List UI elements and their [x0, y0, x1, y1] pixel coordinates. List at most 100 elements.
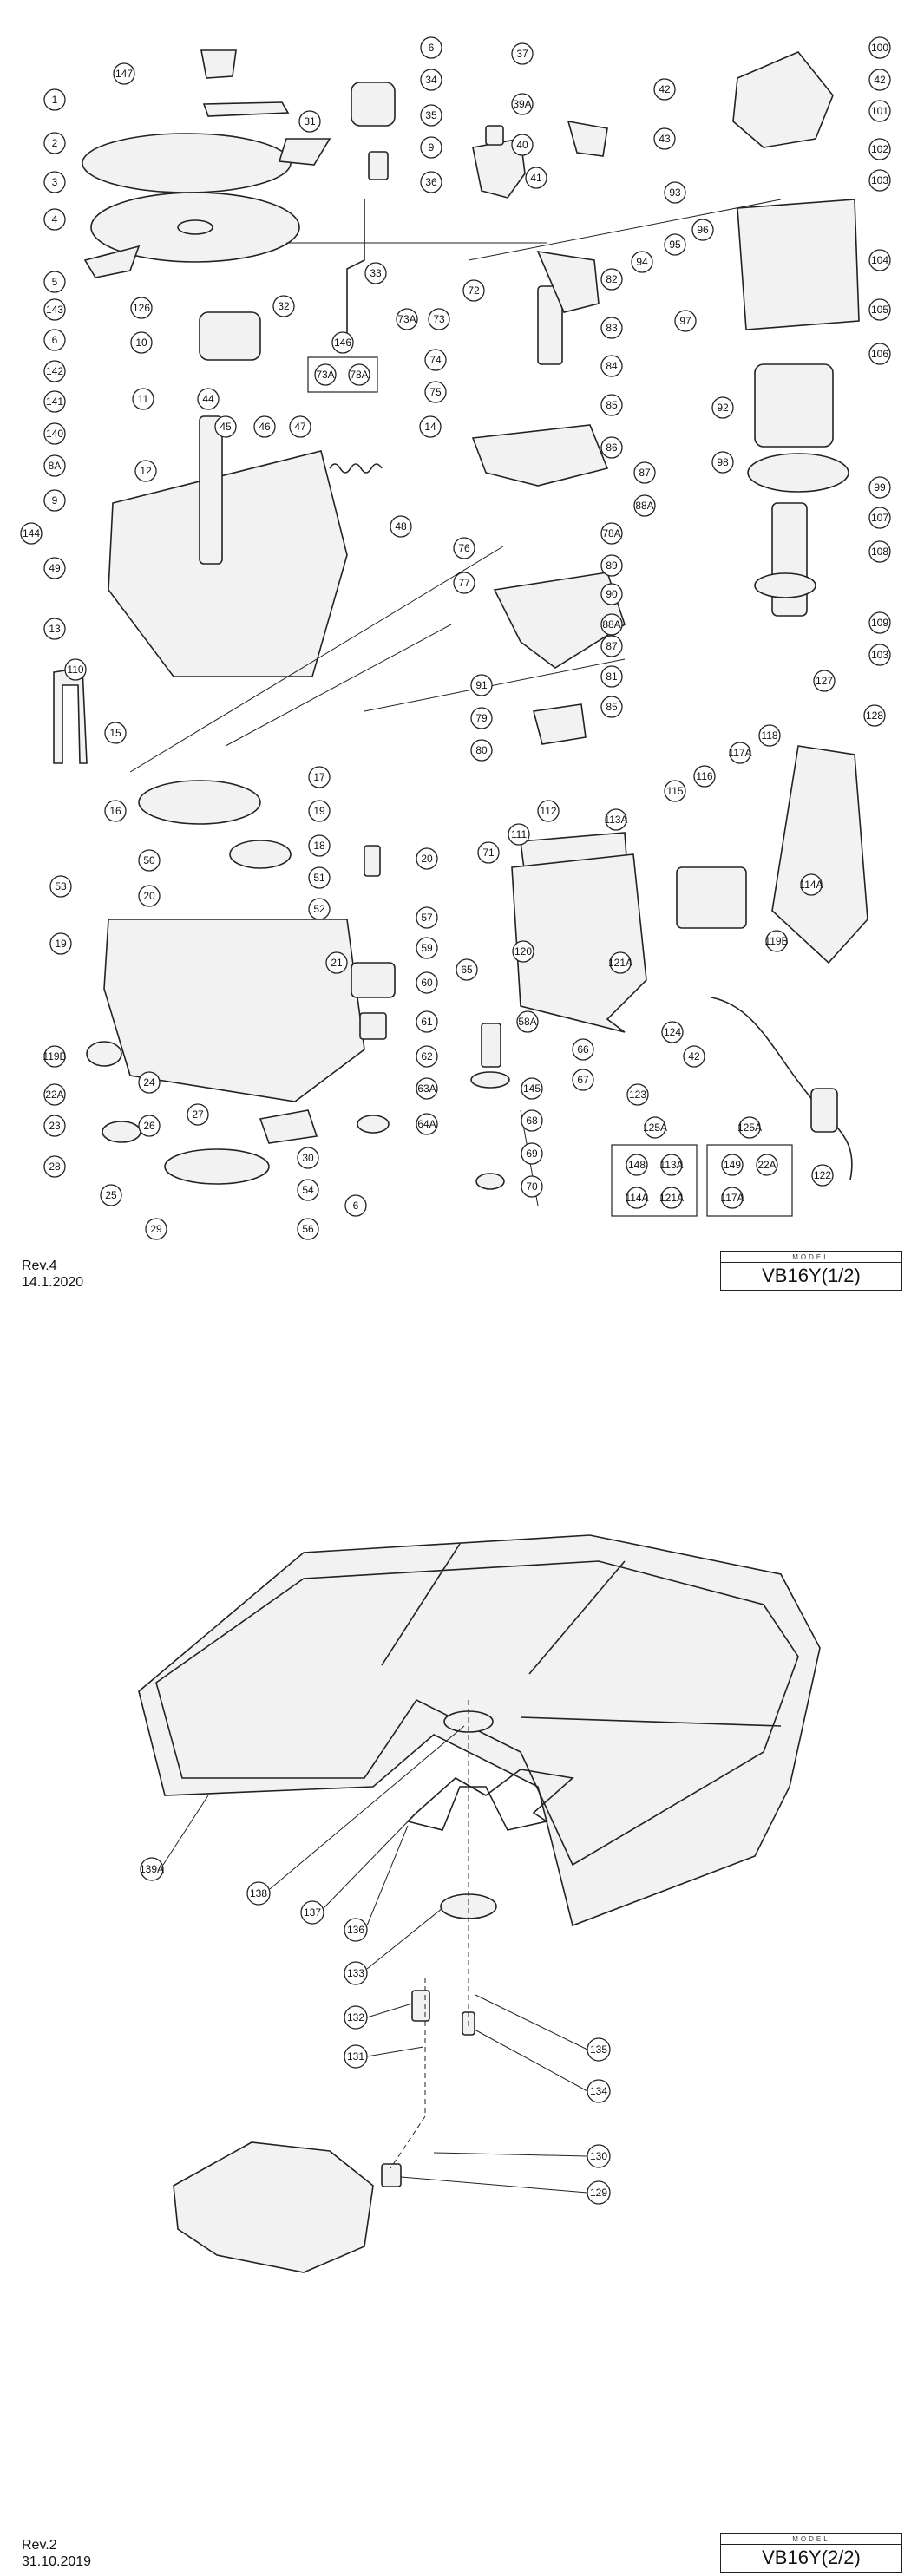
svg-text:88A: 88A [602, 618, 620, 631]
part-plate-upper [82, 133, 292, 193]
callout: 57 [416, 906, 438, 929]
callout: 67 [572, 1069, 594, 1091]
svg-text:1: 1 [52, 94, 58, 106]
svg-text:129: 129 [590, 2187, 607, 2199]
part-switch-119B [676, 866, 747, 929]
leader-137 [323, 1816, 413, 1909]
svg-text:125A: 125A [737, 1121, 762, 1134]
callout: 8A [43, 454, 66, 477]
part-bushing-35 [351, 82, 396, 127]
svg-text:81: 81 [606, 670, 618, 683]
svg-text:30: 30 [302, 1152, 314, 1164]
guide-line-e [225, 624, 452, 747]
callout: 61 [416, 1010, 438, 1033]
svg-text:94: 94 [636, 256, 648, 268]
svg-text:43: 43 [659, 133, 671, 145]
svg-text:24: 24 [143, 1076, 155, 1089]
svg-text:121A: 121A [608, 957, 632, 969]
callout: 121A [608, 951, 632, 974]
svg-text:4: 4 [52, 213, 58, 226]
svg-text:147: 147 [115, 68, 133, 80]
sheet1-artwork [53, 49, 868, 1217]
svg-text:148: 148 [628, 1159, 646, 1171]
callout: 103 [868, 644, 891, 666]
part-arm-91 [493, 572, 626, 669]
model-rule [721, 2544, 901, 2545]
svg-text:73A: 73A [397, 313, 416, 325]
callout: 20 [138, 885, 161, 907]
svg-text:8A: 8A [49, 460, 62, 472]
callout: 72 [462, 279, 485, 302]
callout: 87 [600, 635, 623, 657]
callout: 4 [43, 208, 66, 231]
svg-text:149: 149 [724, 1159, 741, 1171]
svg-text:139A: 139A [140, 1863, 164, 1875]
callout: 132 [344, 2005, 368, 2030]
callout: 106 [868, 343, 891, 365]
leader-134 [474, 2029, 588, 2092]
callout: 40 [511, 134, 534, 156]
callout: 125A [643, 1116, 667, 1139]
callout: 49 [43, 557, 66, 579]
svg-text:87: 87 [639, 467, 651, 479]
callout: 92 [711, 396, 734, 419]
callout: 129 [587, 2180, 611, 2205]
svg-text:99: 99 [874, 481, 886, 494]
part-cover-inner [155, 1560, 799, 1867]
svg-text:110: 110 [67, 664, 83, 676]
svg-text:85: 85 [606, 701, 618, 713]
callout: 22A [756, 1154, 778, 1176]
callout: 59 [416, 937, 438, 959]
svg-text:126: 126 [133, 302, 150, 314]
sheet1-revision: Rev.4 [22, 1259, 57, 1273]
callout: 102 [868, 138, 891, 160]
svg-text:95: 95 [669, 239, 681, 251]
callout: 52 [308, 898, 331, 920]
part-spring-62 [359, 1012, 387, 1040]
part-cord-125A [711, 997, 853, 1180]
callout: 22A [43, 1083, 66, 1106]
part-gear-17 [138, 780, 261, 825]
callout: 117A [728, 742, 752, 764]
svg-text:49: 49 [49, 562, 61, 574]
svg-text:2: 2 [52, 137, 58, 149]
callout: 83 [600, 317, 623, 339]
svg-text:90: 90 [606, 588, 618, 600]
callout: 89 [600, 554, 623, 577]
svg-text:80: 80 [475, 744, 488, 756]
callout: 142 [43, 360, 66, 382]
part-gear-36 [368, 151, 389, 180]
leader-133 [366, 1907, 443, 1970]
callout: 96 [691, 219, 714, 241]
svg-text:15: 15 [109, 727, 121, 739]
svg-text:39A: 39A [513, 98, 531, 110]
svg-text:26: 26 [143, 1120, 155, 1132]
svg-text:54: 54 [302, 1184, 314, 1196]
part-bar-147 [202, 101, 290, 117]
callout: 54 [297, 1179, 319, 1201]
part-fan-gear [754, 572, 816, 598]
callout: 44 [197, 388, 220, 410]
svg-text:35: 35 [425, 109, 437, 121]
callout: 133 [344, 1961, 368, 1985]
svg-text:117A: 117A [720, 1192, 744, 1204]
callout: 149 [721, 1154, 744, 1176]
callout: 68 [521, 1109, 543, 1132]
svg-text:22A: 22A [757, 1159, 776, 1171]
callout: 120 [512, 940, 534, 963]
svg-text:79: 79 [475, 712, 488, 724]
callout: 84 [600, 355, 623, 377]
svg-text:60: 60 [421, 977, 433, 989]
callout: 119B [764, 930, 789, 952]
svg-text:3: 3 [52, 176, 58, 188]
svg-text:103: 103 [871, 649, 888, 661]
callout: 12 [134, 460, 157, 482]
svg-text:104: 104 [871, 254, 888, 266]
callout: 26 [138, 1115, 161, 1137]
svg-text:36: 36 [425, 176, 437, 188]
callout: 48 [390, 515, 412, 538]
svg-text:9: 9 [429, 141, 435, 154]
part-plate-54 [259, 1109, 318, 1144]
svg-text:121A: 121A [659, 1192, 684, 1204]
